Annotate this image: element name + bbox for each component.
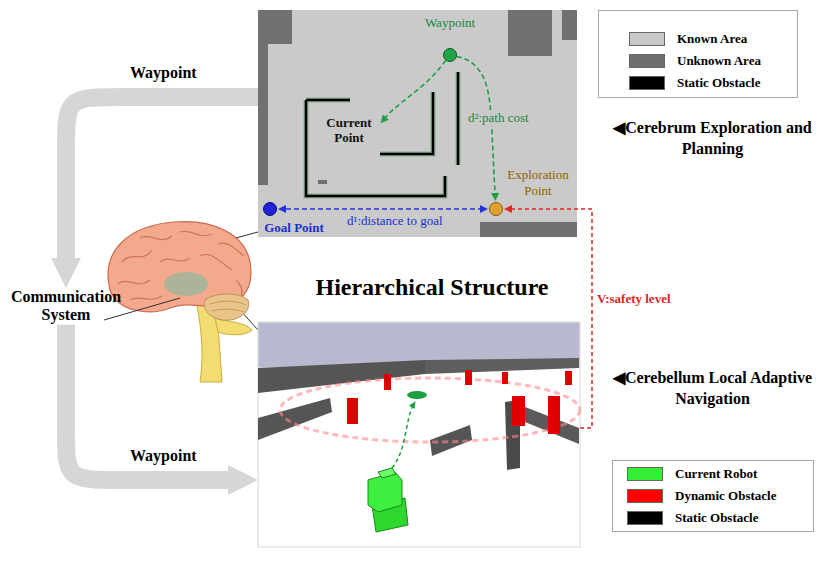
edge-label: Waypoint [130,64,197,82]
robot [368,472,402,512]
panel-heading: ◀Cerebellum Local Adaptive Navigation [610,368,815,410]
sim-ground [258,322,580,547]
cerebellum [204,294,248,320]
legend-row: Static Obstacle [627,507,813,529]
point-label: Exploration Point [498,167,578,198]
robot [378,468,396,478]
title-holder: Hierarchical Structure [292,274,572,301]
legend-text: Unknown Area [677,53,761,69]
edge-label: Waypoint [130,447,197,465]
dynamic-obstacle [502,372,508,384]
safety-ring [280,378,580,442]
label-holder: d¹:distance to goal [345,213,445,229]
flow-arrow [66,97,258,258]
point-label-box: Current Point [318,116,380,146]
dynamic-obstacle [512,396,525,426]
exploration-marker: Exploration Point [489,202,503,216]
edge-label: V:safety level [597,291,671,307]
system-label: Communication System [4,288,128,325]
static-wall [306,72,458,196]
goal-marker: Goal Point [263,202,277,216]
brain-folds [118,231,244,300]
legend-text: Known Area [677,31,747,47]
legend-swatch [627,489,663,503]
legend-row: Static Obstacle [629,72,797,94]
dynamic-obstacle [548,396,560,434]
safety-arrow [512,209,592,428]
label-holder: d²:path cost [466,110,531,126]
static-wall [258,398,332,440]
robot-path [392,402,415,468]
dynamic-obstacle [384,374,391,390]
edge-label: d¹:distance to goal [345,213,445,229]
legend-swatch [629,54,665,68]
unknown-area [480,222,577,237]
legend-row: Dynamic Obstacle [627,485,813,507]
point-label: Goal Point [264,220,324,236]
legend-text: Static Obstacle [675,510,758,526]
limbic-area [164,272,208,296]
static-wall [258,360,425,393]
legend-text: Current Robot [675,466,757,482]
system-label-box: Communication System [4,288,128,325]
legend-row: Known Area [629,28,797,50]
label-holder: Waypoint [130,447,197,465]
legend-box: Current RobotDynamic ObstacleStatic Obst… [612,460,814,532]
simulation-panel: ◀Cerebellum Local Adaptive Navigation [258,322,580,547]
legend-text: Static Obstacle [677,75,760,91]
legend-swatch [627,467,663,481]
label-holder: V:safety level [597,291,671,307]
wall-shadow [306,72,458,196]
flow-arrow [66,325,228,480]
robot-goal [407,391,427,399]
waypoint-marker: Waypoint [443,48,457,62]
point-label: Waypoint [425,15,475,31]
dynamic-obstacle [465,370,472,385]
panel-heading: ◀Cerebrum Exploration and Planning [610,118,815,160]
legend-box: Known AreaUnknown AreaStatic Obstacle [598,10,798,98]
path-arrow [386,61,446,118]
dynamic-obstacle [565,371,572,385]
dynamic-obstacle [347,398,358,424]
static-wall [425,358,579,374]
legend-row: Current Robot [627,463,813,485]
unknown-area [562,10,577,40]
unknown-area [318,180,327,184]
cerebellum-folds [210,301,246,312]
legend-swatch [629,32,665,46]
legend-text: Dynamic Obstacle [675,488,776,504]
point-label: Current Point [318,116,380,146]
legend-swatch [627,511,663,525]
brainstem [215,318,252,335]
label-holder: Waypoint [130,64,197,82]
diagram-title: Hierarchical Structure [292,274,572,301]
edge-label: d²:path cost [466,110,531,126]
legend-swatch [629,76,665,90]
distance-arrow [286,208,480,210]
unknown-area [508,10,552,56]
legend-row: Unknown Area [629,50,797,72]
map-ground [258,10,577,237]
unknown-area [258,10,292,185]
